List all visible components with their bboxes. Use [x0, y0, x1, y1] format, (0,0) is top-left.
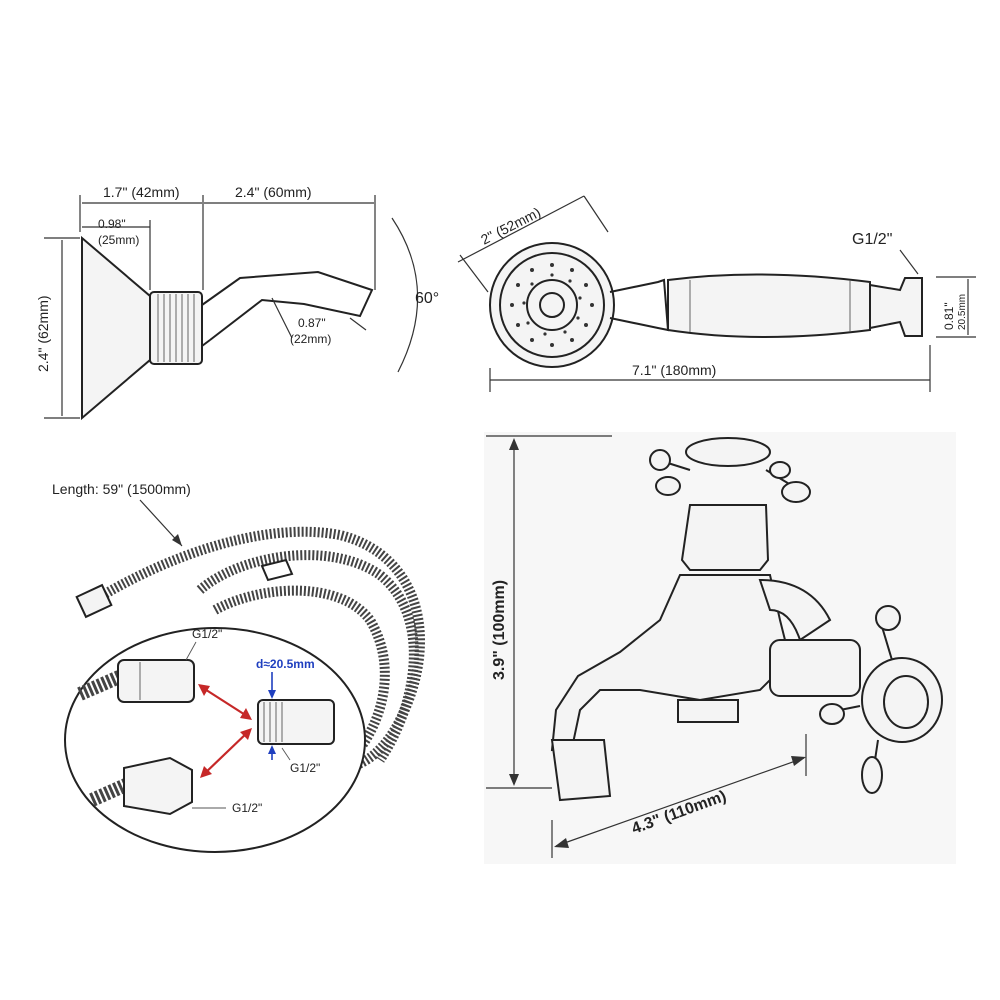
side-handle-disc [861, 657, 943, 743]
connector-mm-label: 20.5mm [957, 294, 968, 330]
arm-outlet-mm-label: (22mm) [290, 332, 331, 346]
shower-arm-drawing [81, 235, 374, 421]
arm-flange [81, 235, 151, 421]
hose-end-nut [75, 583, 113, 619]
adapter-thread-label: G1/2" [290, 761, 320, 775]
arm-angle-label: 60° [415, 290, 439, 307]
connector-in-label: 0.81" [942, 302, 956, 330]
hose-thread-top-label: G1/2" [192, 627, 222, 641]
upper-hose-fitting [117, 659, 195, 703]
hose-detail-inset: G1/2" d≈20.5mm G1/2" G1/2" [64, 627, 366, 853]
arm-body [201, 270, 374, 341]
adapter-fitting [257, 699, 335, 745]
head-diameter-label: 2" (52mm) [478, 204, 543, 248]
hose-end-cone [260, 558, 294, 582]
inner-diameter-label: d≈20.5mm [256, 657, 315, 671]
shower-arm-dimensions: 1.7" (42mm) 2.4" (60mm) 0.98" (25mm) 0.8… [35, 184, 439, 419]
hand-shower-handle [667, 273, 871, 338]
faucet-spout-tip [550, 739, 612, 802]
faucet-body-upper [680, 504, 770, 571]
arm-outlet-in-label: 0.87" [298, 316, 326, 330]
hand-shower-neck [609, 278, 670, 332]
hose-coil-3 [212, 585, 390, 764]
top-handle-cap [685, 437, 771, 467]
arm-length-label: 2.4" (60mm) [235, 184, 312, 200]
faucet-drawing [484, 432, 956, 864]
hand-shower-connector [869, 277, 923, 337]
hose-thread-bottom-label: G1/2" [232, 801, 262, 815]
hand-shower-drawing [489, 242, 923, 368]
faucet-lower-outlet [677, 699, 739, 723]
hand-shower-thread-label: G1/2" [852, 231, 892, 248]
arm-base-depth-mm-label: (25mm) [98, 233, 139, 247]
side-valve-body [769, 639, 861, 697]
hose-coil-1 [92, 526, 425, 773]
hose-length-callout: Length: 59" (1500mm) [52, 481, 191, 547]
arm-flange-diameter-label: 2.4" (62mm) [35, 295, 51, 372]
arm-base-depth-in-label: 0.98" [98, 217, 126, 231]
hand-shower-length-label: 7.1" (180mm) [632, 362, 716, 378]
arm-total-depth-label: 1.7" (42mm) [103, 184, 180, 200]
hose-length-label: Length: 59" (1500mm) [52, 481, 191, 497]
lower-hose-nut [123, 756, 193, 816]
hose-coil-2 [196, 550, 419, 763]
hose-drawing [75, 526, 425, 773]
faucet-height-label: 3.9" (100mm) [491, 580, 508, 680]
upper-connection-arrow [199, 685, 251, 719]
hand-shower-head [489, 242, 615, 368]
spray-nozzles [510, 263, 594, 347]
lower-connection-arrow [201, 729, 251, 777]
